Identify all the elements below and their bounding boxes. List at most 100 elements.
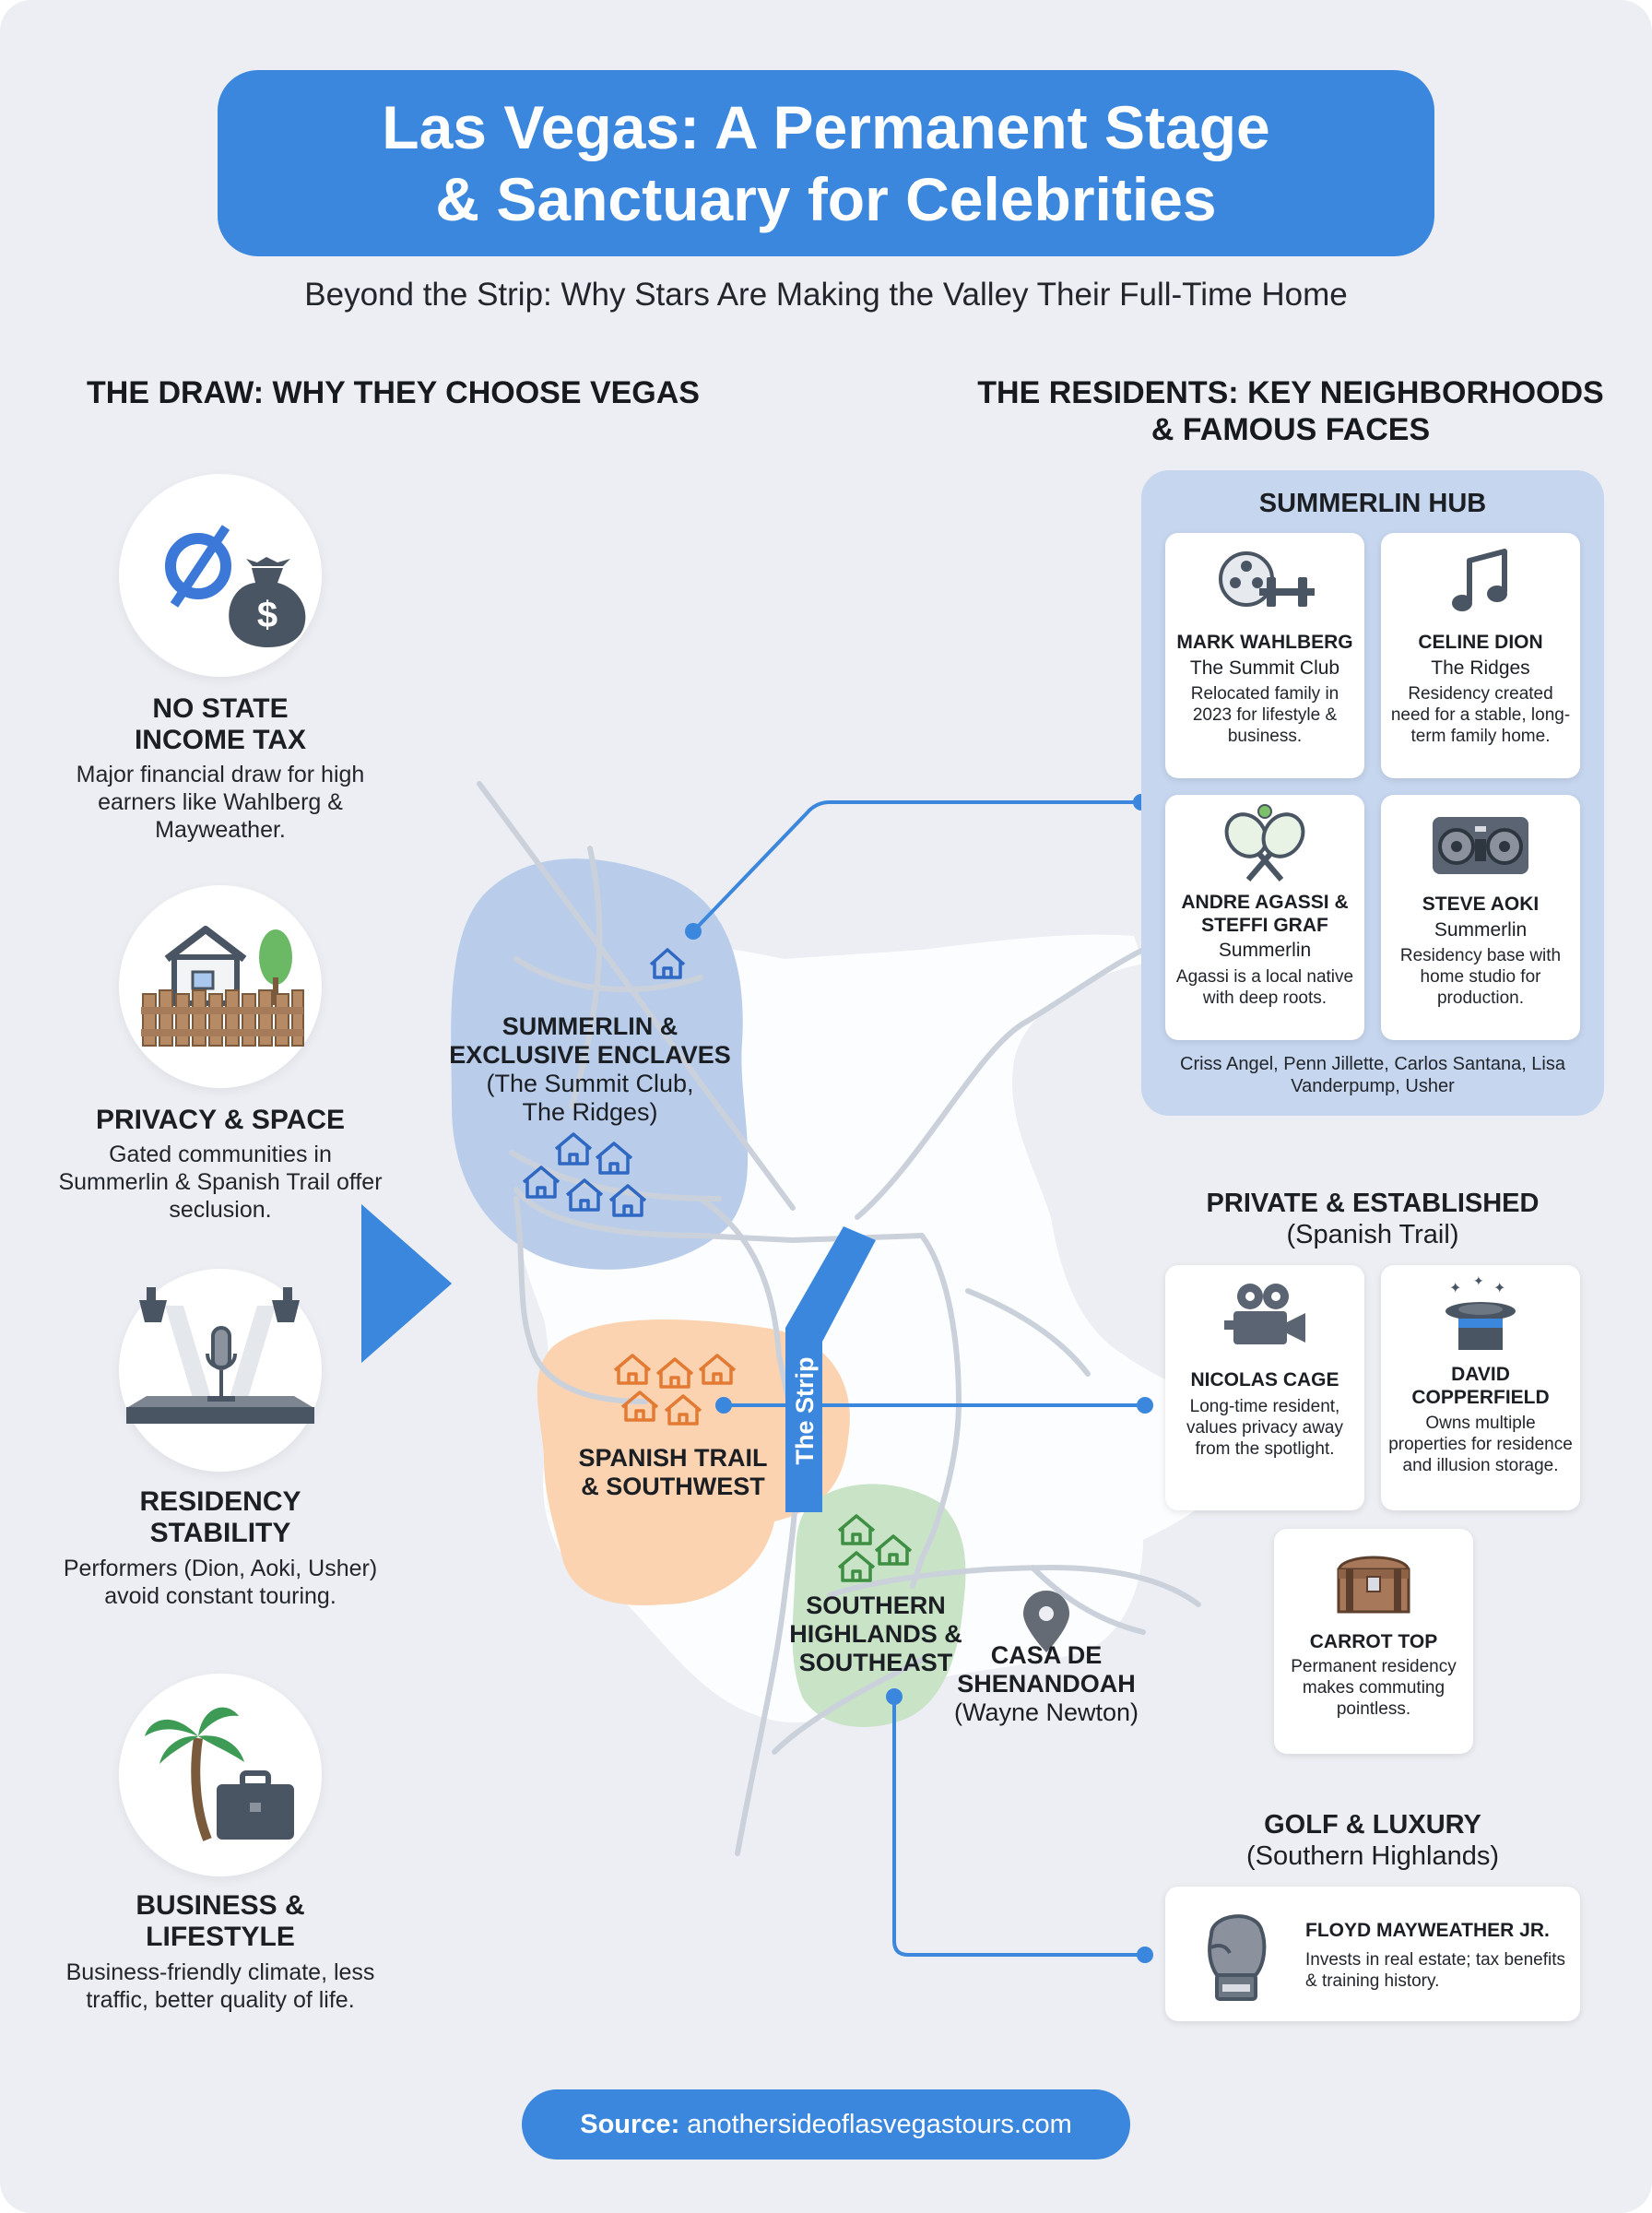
residents-section-heading: THE RESIDENTS: KEY NEIGHBORHOODS & FAMOU… — [977, 375, 1604, 447]
movie-camera-icon — [1224, 1284, 1305, 1344]
factor-title: RESIDENCY STABILITY — [139, 1486, 301, 1548]
house-icon — [522, 1166, 560, 1199]
resident-name: DAVID COPPERFIELD — [1411, 1364, 1550, 1408]
resident-card-floyd-mayweather: FLOYD MAYWEATHER JR. Invests in real est… — [1165, 1887, 1580, 2021]
summerlin-hub-title: SUMMERLIN HUB — [1258, 489, 1487, 518]
spanish-trail-name: SPANISH TRAIL & SOUTHWEST — [578, 1444, 768, 1500]
resident-card-david-copperfield: ✦ ✦ ✦ DAVID COPPERFIELD Owns multiple pr… — [1381, 1265, 1580, 1510]
road — [1030, 1565, 1146, 1635]
resident-location: The Summit Club — [1189, 657, 1340, 679]
resident-description: Residency base with home studio for prod… — [1399, 946, 1562, 1008]
house-icon — [595, 1142, 633, 1175]
connector-dot — [1137, 1947, 1153, 1963]
connector-dot — [685, 923, 702, 940]
resident-description: Owns multiple properties for residence a… — [1388, 1414, 1573, 1475]
resident-card-carrot-top: CARROT TOP Permanent residency makes com… — [1274, 1529, 1473, 1754]
house-icon — [655, 1357, 694, 1389]
resident-description: Relocated family in 2023 for lifestyle &… — [1190, 684, 1339, 746]
resident-name: MARK WAHLBERG — [1176, 632, 1353, 653]
group-subtitle: (Spanish Trail) — [1286, 1220, 1459, 1249]
road — [509, 1150, 722, 1201]
source-pill: Source: anothersideoflasvegastours.com — [522, 2089, 1130, 2160]
factor-description: Performers (Dion, Aoki, Usher) avoid con… — [63, 1556, 378, 1609]
resident-card-nicolas-cage: NICOLAS CAGE Long-time resident, values … — [1165, 1265, 1364, 1510]
spanish-trail-group-heading: PRIVATE & ESTABLISHED (Spanish Trail) — [1115, 1188, 1631, 1250]
house-icon — [613, 1354, 652, 1385]
group-title: PRIVATE & ESTABLISHED — [1206, 1189, 1540, 1218]
resident-description: Permanent residency makes commuting poin… — [1291, 1657, 1457, 1719]
road — [965, 1288, 1091, 1377]
resident-location: Summerlin — [1434, 919, 1528, 941]
resident-name: FLOYD MAYWEATHER JR. — [1305, 1920, 1550, 1941]
house-icon — [649, 948, 686, 979]
southern-highlands-name: SOUTHERN HIGHLANDS & SOUTHEAST — [789, 1592, 962, 1676]
summerlin-name: SUMMERLIN & EXCLUSIVE ENCLAVES — [449, 1012, 731, 1069]
draw-section-heading: THE DRAW: WHY THEY CHOOSE VEGAS — [87, 375, 700, 410]
factor-title: PRIVACY & SPACE — [95, 1105, 346, 1135]
road — [513, 1196, 648, 1404]
source-link[interactable]: anothersideoflasvegastours.com — [687, 2109, 1072, 2139]
resident-description: Agassi is a local native with deep roots… — [1175, 967, 1354, 1008]
resident-description: Residency created need for a stable, lon… — [1390, 684, 1571, 746]
factor-description: Gated communities in Summerlin & Spanish… — [58, 1142, 383, 1223]
resident-name: NICOLAS CAGE — [1190, 1369, 1339, 1391]
connector-summerlin — [691, 800, 1141, 933]
road — [855, 947, 1146, 1220]
house-icon — [874, 1534, 913, 1566]
summerlin-sub: (The Summit Club, The Ridges) — [486, 1070, 694, 1126]
road — [772, 1657, 925, 1755]
house-icon — [554, 1132, 593, 1166]
resident-name: CARROT TOP — [1309, 1631, 1438, 1652]
factor-title: BUSINESS & LIFESTYLE — [136, 1890, 305, 1952]
resident-name: ANDRE AGASSI & STEFFI GRAF — [1181, 892, 1349, 936]
resident-description: Invests in real estate; tax benefits & t… — [1305, 1950, 1565, 1991]
the-strip-label: The Strip — [791, 1356, 819, 1465]
resident-location: Summerlin — [1218, 940, 1312, 961]
road — [513, 1187, 925, 1244]
road — [569, 846, 603, 1109]
svg-text:✦: ✦ — [1493, 1279, 1505, 1296]
road — [910, 1233, 962, 1589]
source-label: Source: — [580, 2109, 680, 2139]
dj-speaker-icon — [1433, 817, 1528, 874]
house-icon — [565, 1178, 604, 1212]
house-icon — [664, 1394, 702, 1426]
southern-highlands-region — [792, 1484, 966, 1727]
no-tax-money-bag-icon: $ — [119, 474, 322, 677]
house-icon — [837, 1551, 876, 1582]
golf-group-heading: GOLF & LUXURY (Southern Highlands) — [1115, 1809, 1631, 1872]
svg-text:✦: ✦ — [1449, 1279, 1461, 1296]
connector-dot — [1137, 1397, 1153, 1414]
the-strip — [785, 1226, 876, 1512]
page-subtitle: Beyond the Strip: Why Stars Are Making t… — [304, 277, 1348, 313]
factor-description: Major financial draw for high earners li… — [76, 762, 365, 843]
tennis-rackets-icon — [1224, 804, 1305, 882]
southern-highlands-map-label: SOUTHERN HIGHLANDS & SOUTHEAST — [779, 1592, 973, 1677]
casa-name: CASA DE SHENANDOAH — [957, 1641, 1136, 1698]
resident-card-steve-aoki: STEVE AOKI Summerlin Residency base with… — [1381, 795, 1580, 1040]
house-icon — [698, 1354, 737, 1385]
factor-description: Business-friendly climate, less traffic,… — [65, 1959, 375, 2013]
resident-name: STEVE AOKI — [1422, 893, 1540, 915]
svg-text:✦: ✦ — [1473, 1274, 1484, 1289]
road — [513, 956, 703, 993]
location-pin-icon — [1023, 1591, 1069, 1652]
page-title: Las Vegas: A Permanent Stage & Sanctuary… — [382, 93, 1270, 233]
summerlin-other-residents: Criss Angel, Penn Jillette, Carlos Santa… — [1180, 1054, 1565, 1096]
casa-sub: (Wayne Newton) — [953, 1698, 1139, 1726]
title-banner: Las Vegas: A Permanent Stage & Sanctuary… — [218, 70, 1434, 256]
svg-text:$: $ — [257, 595, 277, 635]
resident-card-andre-agassi-steffi-graf: ANDRE AGASSI & STEFFI GRAF Summerlin Aga… — [1165, 795, 1364, 1040]
summerlin-map-label: SUMMERLIN & EXCLUSIVE ENCLAVES (The Summ… — [438, 1012, 742, 1127]
road — [477, 781, 796, 1211]
spanish-trail-region — [537, 1320, 850, 1605]
connector-southern-highlands — [892, 1697, 1145, 1957]
resident-name: CELINE DION — [1418, 632, 1543, 653]
casa-de-shenandoah-label: CASA DE SHENANDOAH (Wayne Newton) — [945, 1641, 1148, 1727]
house-icon — [620, 1391, 659, 1422]
microphone-spotlight-icon — [119, 1269, 322, 1472]
road — [827, 1564, 1201, 1607]
film-reel-dumbbell-icon — [1219, 551, 1315, 607]
